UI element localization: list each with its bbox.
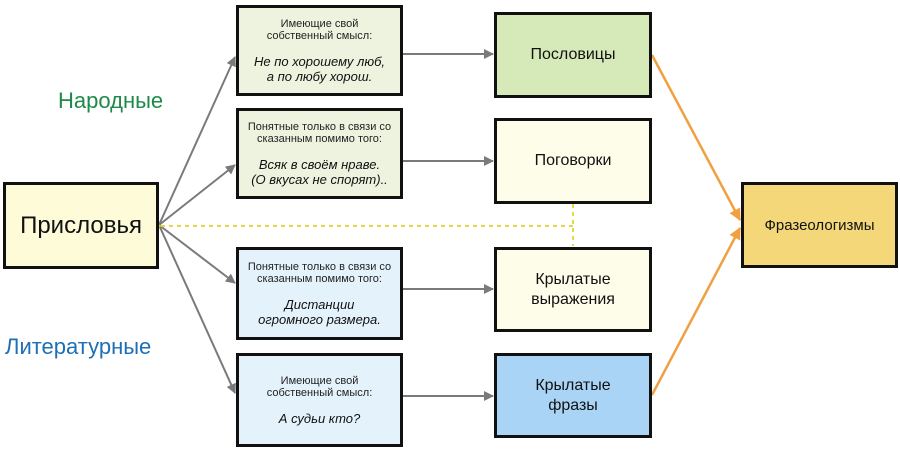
category-catch-phrases: Крылатые фразы xyxy=(494,353,652,438)
phraseologisms-box: Фразеологизмы xyxy=(741,182,898,268)
example-line: огромного размера. xyxy=(258,311,381,327)
example-description: Имеющие свой собственный смысл: xyxy=(266,374,373,399)
category-label: Поговорки xyxy=(534,152,612,169)
arrow-prislovya-to-example-3 xyxy=(158,224,236,284)
folk-label: Народные xyxy=(58,88,164,113)
example-text: Дистанции огромного размера. xyxy=(258,297,381,327)
arrow-prislovya-to-example-2 xyxy=(158,164,236,226)
category-label: выражения xyxy=(531,290,615,308)
category-label: Крылатые xyxy=(535,376,611,394)
literary-label: Литературные xyxy=(5,334,152,359)
prislovya-label: Присловья xyxy=(20,211,142,239)
example-box-4: Имеющие свой собственный смысл: А судьи … xyxy=(236,353,403,447)
arrow-catchphrases-to-phraseologisms xyxy=(650,227,742,396)
category-proverbs: Пословицы xyxy=(494,12,652,98)
example-box-1: Имеющие свой собственный смысл: Не по хо… xyxy=(236,5,403,96)
example-line: Дистанции xyxy=(284,296,355,312)
example-description: Понятные только в связи со сказанным пом… xyxy=(247,260,392,285)
arrow-prislovya-to-example-1 xyxy=(158,56,236,226)
example-line: а по любу хорош. xyxy=(266,68,373,84)
example-text: А судьи кто? xyxy=(279,411,360,426)
example-box-3: Понятные только в связи со сказанным пом… xyxy=(236,247,403,340)
example-description: Понятные только в связи со сказанным пом… xyxy=(247,120,392,145)
example-description: Имеющие свой собственный смысл: xyxy=(266,17,373,42)
example-text: Не по хорошему люб, а по любу хорош. xyxy=(254,54,385,84)
example-line: Всяк в своём нраве. xyxy=(258,156,381,172)
arrow-prislovya-to-example-4 xyxy=(158,224,236,394)
category-sayings: Поговорки xyxy=(494,118,652,204)
category-catch-expressions: Крылатые выражения xyxy=(494,247,652,332)
arrow-proverbs-to-phraseologisms xyxy=(650,54,742,221)
example-line: Не по хорошему люб, xyxy=(253,53,386,69)
category-label: Крылатые xyxy=(535,270,611,288)
category-label: Пословицы xyxy=(530,46,616,63)
example-text: Всяк в своём нраве. (О вкусах не спорят)… xyxy=(251,157,388,187)
example-line: А судьи кто? xyxy=(278,410,361,426)
prislovya-box: Присловья xyxy=(3,182,159,269)
phraseologisms-label: Фразеологизмы xyxy=(764,216,875,234)
category-label: фразы xyxy=(548,396,598,414)
example-line: (О вкусах не спорят).. xyxy=(251,171,388,187)
example-box-2: Понятные только в связи со сказанным пом… xyxy=(236,108,403,199)
